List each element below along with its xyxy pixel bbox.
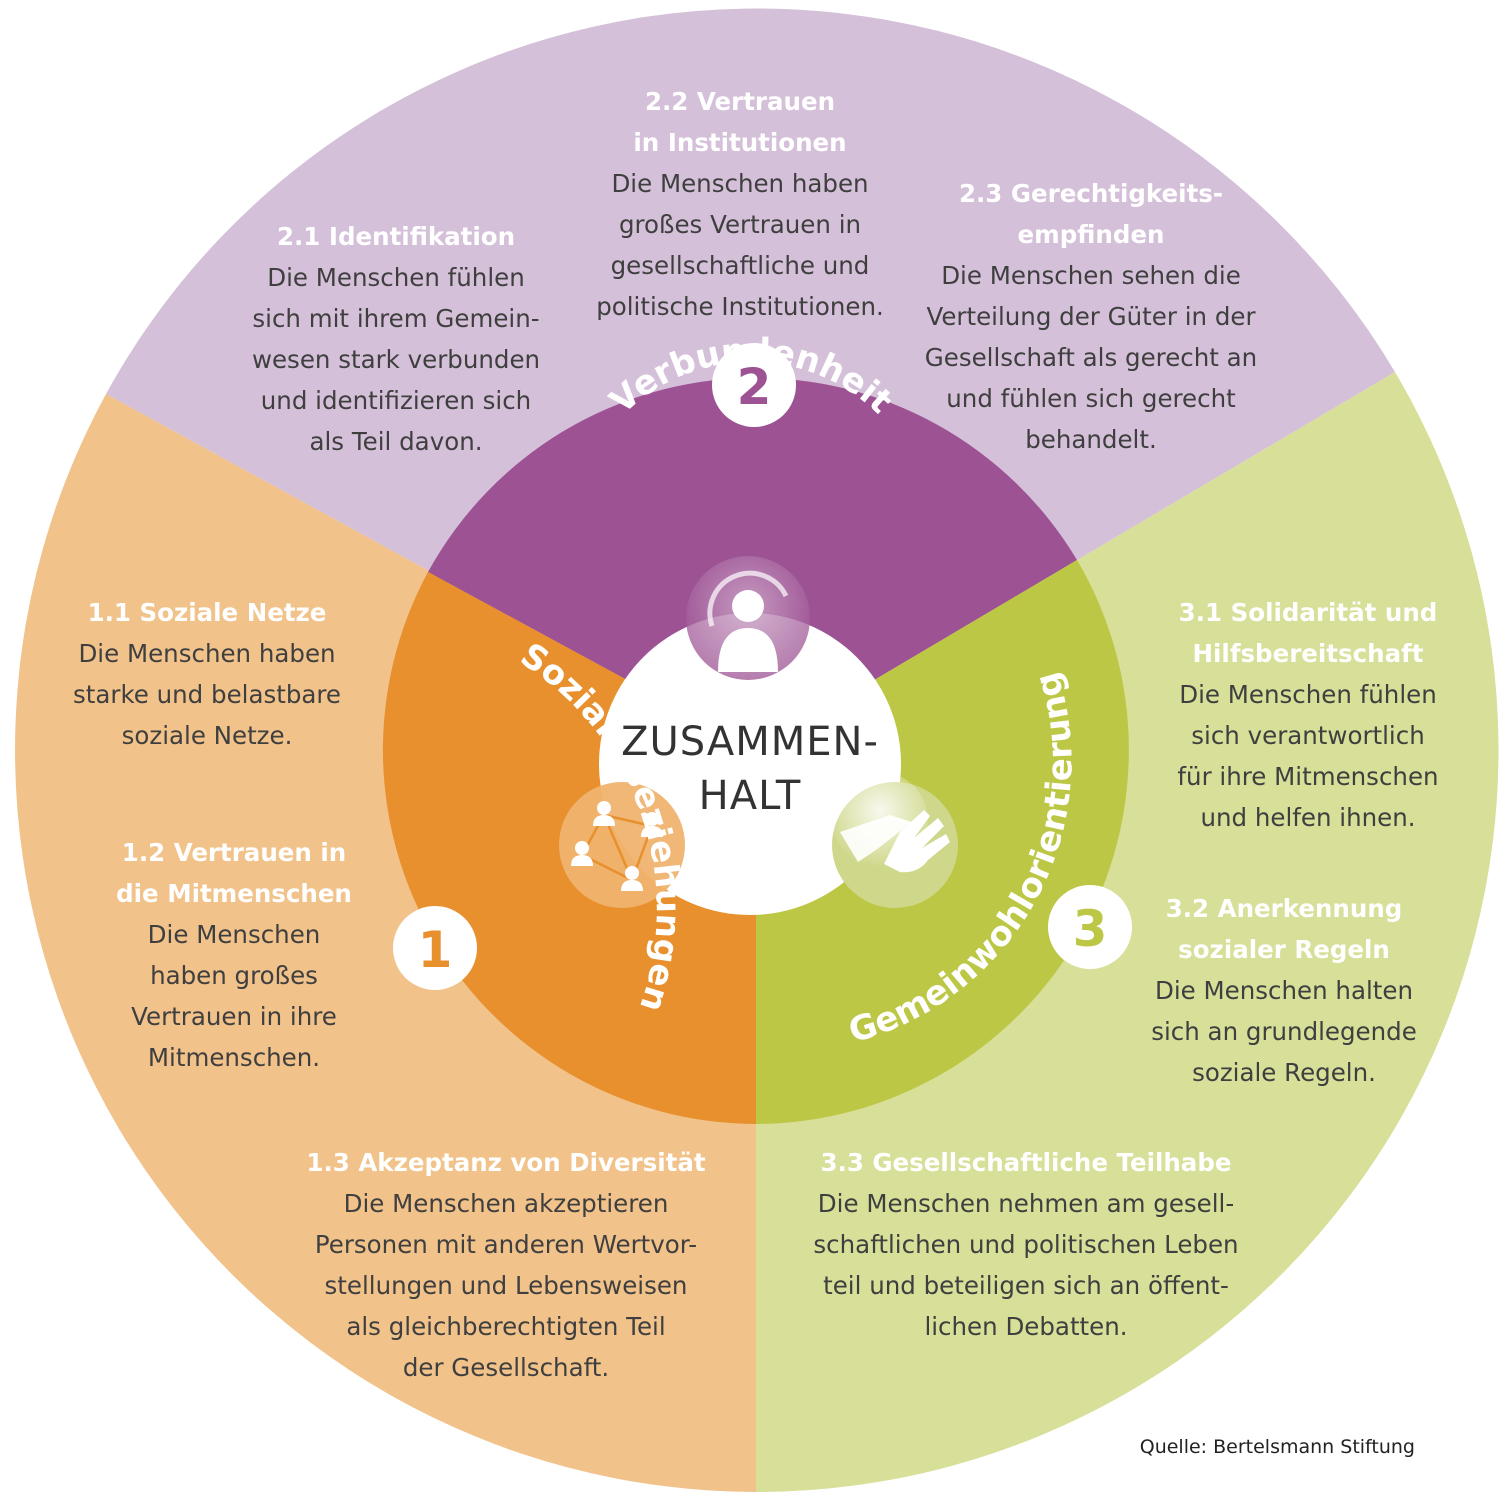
- item-desc-line: Die Menschen sehen die: [941, 261, 1241, 290]
- person-icon: [686, 556, 810, 680]
- item-desc-line: Die Menschen: [147, 920, 321, 949]
- item-title: 2.3 Gerechtigkeits-: [958, 179, 1224, 208]
- item-desc-line: teil und beteiligen sich an öffent-: [823, 1271, 1229, 1300]
- center-title-line-1: ZUSAMMEN-: [621, 719, 879, 765]
- item-3-1: 3.1 Solidarität und Hilfsbereitschaft Di…: [1150, 592, 1466, 838]
- item-desc-line: gesellschaftliche und: [610, 251, 870, 280]
- item-title: 1.3 Akzeptanz von Diversität: [306, 1148, 706, 1177]
- item-desc-line: sich mit ihrem Gemein-: [252, 304, 540, 333]
- item-1-1: 1.1 Soziale Netze Die Menschen haben sta…: [56, 592, 358, 756]
- helping-hands-icon: [832, 772, 958, 908]
- number-badge-3: 3: [1048, 885, 1132, 969]
- item-desc-line: schaftlichen und politischen Leben: [813, 1230, 1239, 1259]
- item-desc-line: Die Menschen akzeptieren: [343, 1189, 669, 1218]
- item-title: Hilfsbereitschaft: [1192, 639, 1424, 668]
- item-desc-line: Die Menschen halten: [1155, 976, 1413, 1005]
- item-title: empfinden: [1017, 220, 1165, 249]
- item-desc-line: haben großes: [150, 961, 318, 990]
- item-title: 3.1 Solidarität und: [1178, 598, 1438, 627]
- item-1-3: 1.3 Akzeptanz von Diversität Die Mensche…: [286, 1142, 726, 1388]
- item-desc-line: soziale Regeln.: [1192, 1058, 1376, 1087]
- svg-text:3: 3: [1073, 900, 1108, 958]
- number-badge-1: 1: [393, 906, 477, 990]
- item-desc-line: Mitmenschen.: [147, 1043, 321, 1072]
- item-desc-line: politische Institutionen.: [596, 292, 884, 321]
- item-desc-line: wesen stark verbunden: [251, 345, 541, 374]
- item-2-2: 2.2 Vertrauen in Institutionen Die Mensc…: [575, 81, 905, 327]
- item-title: 3.3 Gesellschaftliche Teilhabe: [820, 1148, 1232, 1177]
- network-people-icon: [559, 782, 685, 908]
- item-desc-line: und helfen ihnen.: [1200, 803, 1416, 832]
- center-title-line-2: HALT: [698, 773, 802, 819]
- item-desc-line: Gesellschaft als gerecht an: [924, 343, 1258, 372]
- item-2-1: 2.1 Identifikation Die Menschen fühlen s…: [236, 216, 556, 462]
- item-3-3: 3.3 Gesellschaftliche Teilhabe Die Mensc…: [772, 1142, 1280, 1347]
- item-desc-line: und fühlen sich gerecht: [946, 384, 1236, 413]
- item-desc-line: Vertrauen in ihre: [131, 1002, 337, 1031]
- item-title: die Mitmenschen: [116, 879, 352, 908]
- item-title: 2.1 Identifikation: [276, 222, 516, 251]
- item-desc-line: Personen mit anderen Wertvor-: [314, 1230, 698, 1259]
- item-desc-line: soziale Netze.: [121, 721, 293, 750]
- item-desc-line: starke und belastbare: [72, 680, 342, 709]
- number-badge-2: 2: [712, 343, 796, 427]
- svg-text:1: 1: [418, 921, 453, 979]
- item-2-3: 2.3 Gerechtigkeits- empfinden Die Mensch…: [906, 173, 1276, 460]
- item-title: in Institutionen: [633, 128, 847, 157]
- svg-text:2: 2: [737, 358, 772, 416]
- center-title: ZUSAMMEN- HALT: [600, 715, 900, 823]
- item-3-2: 3.2 Anerkennung sozialer Regeln Die Mens…: [1126, 888, 1442, 1093]
- item-desc-line: sich an grundlegende: [1151, 1017, 1417, 1046]
- item-desc-line: und identifizieren sich: [260, 386, 532, 415]
- item-desc-line: Verteilung der Güter in der: [926, 302, 1256, 331]
- item-title: 1.2 Vertrauen in: [121, 838, 347, 867]
- item-title: 1.1 Soziale Netze: [87, 598, 327, 627]
- item-desc-line: als Teil davon.: [309, 427, 483, 456]
- item-desc-line: lichen Debatten.: [924, 1312, 1128, 1341]
- item-desc-line: sich verantwortlich: [1191, 721, 1425, 750]
- source-note: Quelle: Bertelsmann Stiftung: [1139, 1436, 1415, 1458]
- item-title: 2.2 Vertrauen: [644, 87, 836, 116]
- item-desc-line: der Gesellschaft.: [402, 1353, 610, 1382]
- item-title: 3.2 Anerkennung: [1165, 894, 1403, 923]
- item-desc-line: als gleichberechtigten Teil: [346, 1312, 666, 1341]
- item-desc-line: stellungen und Lebensweisen: [324, 1271, 688, 1300]
- item-1-2: 1.2 Vertrauen in die Mitmenschen Die Men…: [100, 832, 368, 1078]
- item-desc-line: behandelt.: [1025, 425, 1157, 454]
- item-desc-line: für ihre Mitmenschen: [1177, 762, 1439, 791]
- item-desc-line: Die Menschen haben: [611, 169, 869, 198]
- item-desc-line: großes Vertrauen in: [618, 210, 862, 239]
- item-desc-line: Die Menschen haben: [78, 639, 336, 668]
- item-desc-line: Die Menschen nehmen am gesell-: [817, 1189, 1235, 1218]
- item-desc-line: Die Menschen fühlen: [1179, 680, 1437, 709]
- item-title: sozialer Regeln: [1178, 935, 1390, 964]
- item-desc-line: Die Menschen fühlen: [267, 263, 525, 292]
